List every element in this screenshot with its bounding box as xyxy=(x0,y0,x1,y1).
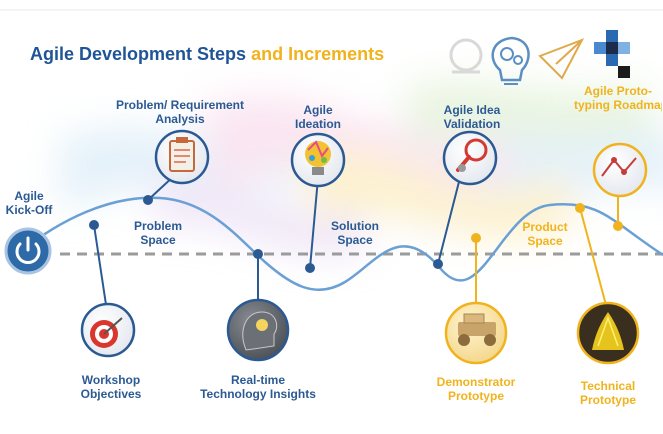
gold-connector-lines xyxy=(475,195,619,306)
label-ideation: Agile Ideation xyxy=(294,103,341,131)
label-technical: Technical Prototype xyxy=(579,379,636,407)
loop-icon xyxy=(449,38,483,74)
lightbulb-head-icon xyxy=(226,298,290,362)
label-solution-space: Solution Space xyxy=(331,219,379,247)
label-realtime: Real-time Technology Insights xyxy=(200,373,316,401)
magnifier-icon xyxy=(442,130,498,186)
target-icon xyxy=(80,302,136,358)
diagram-title: Agile Development Steps and Increments xyxy=(30,44,384,65)
label-problem-space: Problem Space xyxy=(133,219,182,247)
label-roadmap: Agile Proto- typing Roadmap xyxy=(574,84,662,112)
gear-bulb-icon xyxy=(491,36,530,85)
curve-nodes xyxy=(89,195,623,273)
label-demonstrator: Demonstrator Prototype xyxy=(436,375,516,403)
label-problem-analysis: Problem/ Requirement Analysis xyxy=(115,98,245,126)
power-icon xyxy=(4,227,52,275)
clipboard-icon xyxy=(154,129,210,185)
jeep-model-icon xyxy=(444,301,508,365)
label-validation: Agile Idea Validation xyxy=(443,103,501,131)
paper-plane-icon xyxy=(538,38,585,80)
pixel-logo-icon xyxy=(594,30,630,78)
label-workshop: Workshop Objectives xyxy=(80,373,142,401)
label-kickoff: Agile Kick-Off xyxy=(5,189,53,217)
colorful-lightbulb-icon xyxy=(290,132,346,188)
label-product-space: Product Space xyxy=(522,220,568,248)
roadmap-icon xyxy=(592,142,648,198)
wave-curve xyxy=(19,196,663,292)
title-part1: Agile Development Steps xyxy=(30,44,247,64)
3d-printer-icon xyxy=(576,301,640,365)
title-part2: and Increments xyxy=(251,44,385,64)
rainbow-background xyxy=(60,80,663,258)
